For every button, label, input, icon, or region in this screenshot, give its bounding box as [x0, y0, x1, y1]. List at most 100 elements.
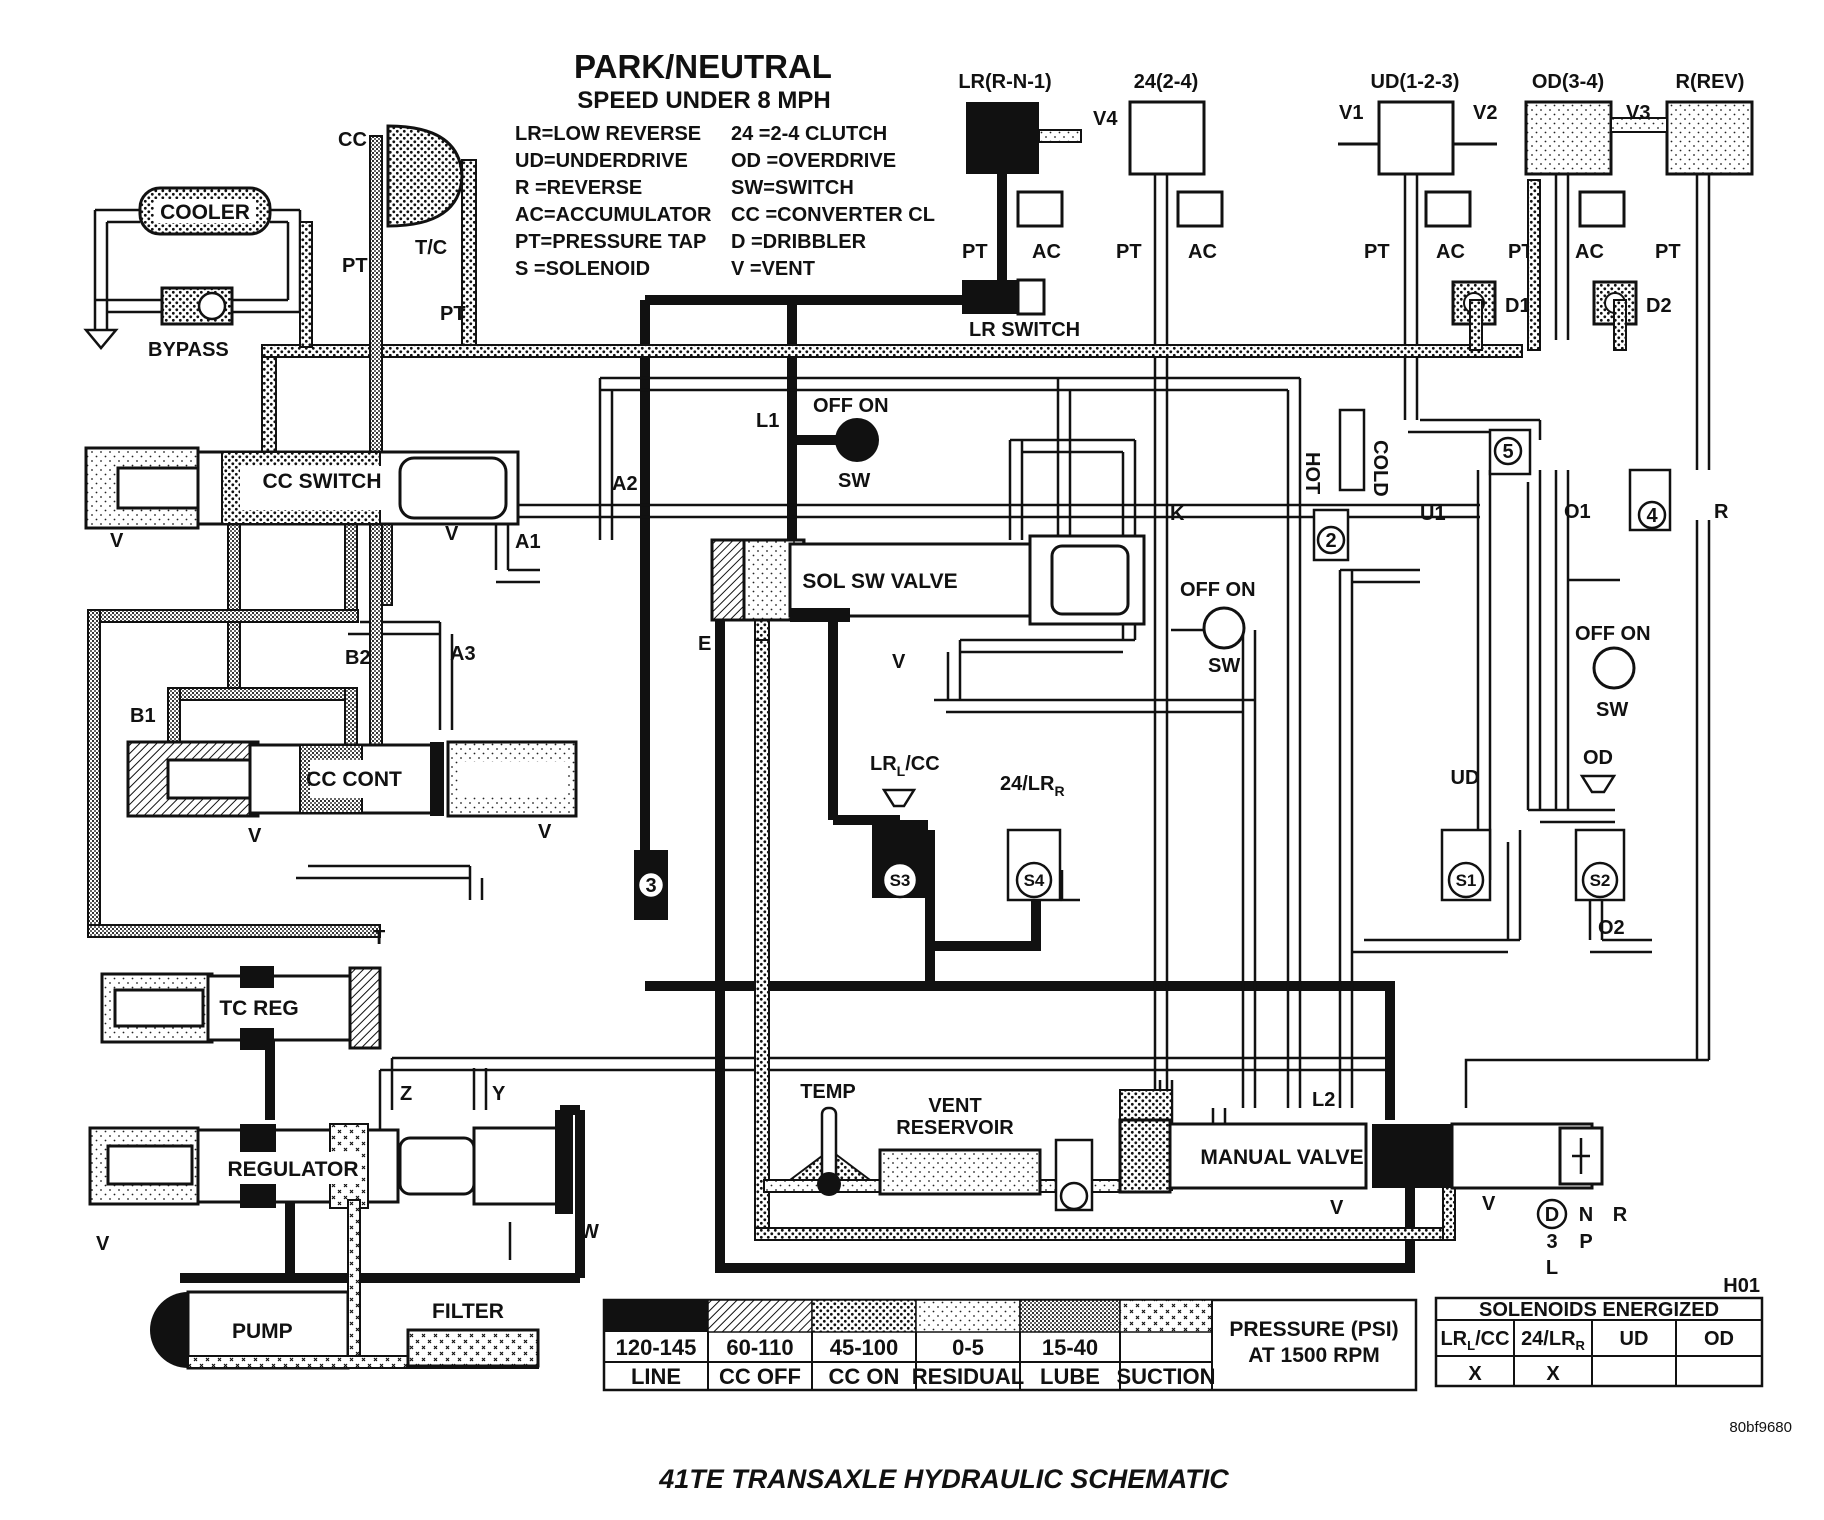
gear-d: D — [1545, 1204, 1559, 1226]
pt-tag: PT — [1364, 241, 1390, 263]
gear-l: L — [1546, 1257, 1558, 1279]
y-tag: Y — [492, 1083, 506, 1105]
pt-tag: PT — [1116, 241, 1142, 263]
r-tag: R — [1714, 501, 1729, 523]
l1-tag: L1 — [756, 410, 779, 432]
legend-range: 60-110 — [726, 1335, 793, 1360]
clutch-rev — [1665, 100, 1754, 176]
abbreviation-list-right: 24 =2-4 CLUTCH OD =OVERDRIVE SW=SWITCH C… — [731, 123, 935, 280]
clutch-ud-label: UD(1-2-3) — [1371, 71, 1460, 93]
check-balls: 2 3 4 5 — [634, 428, 1672, 920]
gear-p: P — [1579, 1231, 1592, 1253]
legend-name: CC OFF — [719, 1364, 801, 1389]
sol-ud-label: UD — [1451, 767, 1480, 789]
cooler-label-bg — [154, 199, 256, 223]
drive-indicator — [1536, 1198, 1568, 1230]
vent-v3-tag: V3 — [1626, 102, 1650, 124]
check-ball-4 — [1637, 500, 1667, 530]
abbreviation-list-left: LR=LOW REVERSE UD=UNDERDRIVE R =REVERSE … — [515, 123, 712, 280]
vent-v2-tag: V2 — [1473, 102, 1497, 124]
swod-offon: OFF ON — [1575, 623, 1651, 645]
z-tag: Z — [400, 1083, 412, 1105]
filter — [406, 1328, 540, 1368]
table-col-ud: UD — [1620, 1328, 1649, 1350]
sw24-offon: OFF ON — [1180, 579, 1256, 601]
abbr-left: R =REVERSE — [515, 177, 642, 199]
thermometer-bulb — [817, 1172, 841, 1196]
sol-lrcc-main: LR — [870, 753, 897, 775]
filter-label: FILTER — [432, 1300, 504, 1323]
vent-tag: V — [892, 651, 906, 673]
clutch-24-label: 24(2-4) — [1134, 71, 1198, 93]
legend-swatch-residual — [915, 1299, 1021, 1333]
a1-tag: A1 — [515, 531, 541, 553]
legend-range: 15-40 — [1042, 1335, 1098, 1360]
clutch-ud — [1377, 100, 1455, 176]
sol-24-main: 24/LR — [1000, 773, 1055, 795]
solenoid-lrcc: LRL/CC S3 — [870, 753, 940, 899]
clutch-24 — [1128, 100, 1206, 176]
legend-name: LINE — [631, 1364, 681, 1389]
temp-label: TEMP — [800, 1081, 856, 1103]
sol-sw-valve: SOL SW VALVE — [710, 534, 1146, 626]
vent-v4-tag: V4 — [1093, 108, 1118, 130]
abbr-right: V =VENT — [731, 258, 815, 280]
vent-reservoir-label-1: VENT — [928, 1095, 981, 1117]
pressure-title: PRESSURE (PSI) — [1229, 1318, 1398, 1341]
manual-valve-label: MANUAL VALVE — [1200, 1146, 1363, 1169]
cc-switch-label: CC SWITCH — [263, 470, 382, 493]
sol-lrcc-label: LRL/CC — [870, 753, 940, 779]
accumulator-lr — [1016, 190, 1064, 228]
abbr-left: UD=UNDERDRIVE — [515, 150, 688, 172]
abbr-right: OD =OVERDRIVE — [731, 150, 896, 172]
thermometer-stem — [820, 1106, 838, 1182]
table-col-lrcc-main: LR — [1440, 1328, 1467, 1350]
pressure-sub: AT 1500 RPM — [1248, 1344, 1380, 1367]
dribbler-d1-tag: D1 — [1505, 295, 1531, 317]
line-pressure-passages — [180, 174, 1415, 1283]
vent-tag: V — [96, 1233, 110, 1255]
suction-riser — [347, 1199, 361, 1357]
table-col-24-main: 24/LR — [1521, 1328, 1576, 1350]
clutch-od — [1524, 100, 1613, 176]
gear-3: 3 — [1546, 1231, 1557, 1253]
swod-sw: SW — [1596, 699, 1628, 721]
check-ball-3-label: 3 — [645, 875, 656, 897]
b2-tag: B2 — [345, 647, 371, 669]
clutch-lr-label: LR(R-N-1) — [958, 71, 1051, 93]
sol-s1-label: S1 — [1456, 871, 1477, 890]
dribbler-d2-tag: D2 — [1646, 295, 1672, 317]
check-ball-2-label: 2 — [1325, 530, 1336, 552]
pt-ac-tags: PT AC PT AC PT AC PT AC PT — [962, 241, 1681, 263]
tc-reg-valve: TC REG — [100, 966, 382, 1050]
o2-tag: O2 — [1598, 917, 1625, 939]
bypass-label: BYPASS — [148, 339, 229, 361]
table-col-24: 24/LRR — [1521, 1328, 1585, 1353]
lr-switch-sw: SW — [838, 470, 870, 492]
sol-24-label: 24/LRR — [1000, 773, 1065, 799]
gear-n: N — [1579, 1204, 1593, 1226]
vent-reservoir — [878, 1148, 1042, 1196]
accumulators — [1016, 190, 1626, 228]
ac-tag: AC — [1575, 241, 1604, 263]
abbr-left: AC=ACCUMULATOR — [515, 204, 712, 226]
table-col-lrcc-sub: L — [1467, 1338, 1475, 1353]
abbr-right: 24 =2-4 CLUTCH — [731, 123, 887, 145]
solenoid-24lr: 24/LRR S4 — [1000, 773, 1065, 902]
figure-caption: 41TE TRANSAXLE HYDRAULIC SCHEMATIC — [658, 1464, 1229, 1494]
table-col-24-sub: R — [1576, 1338, 1586, 1353]
abbr-left: PT=PRESSURE TAP — [515, 231, 706, 253]
hot-label: HOT — [1301, 452, 1323, 494]
legend-name: CC ON — [829, 1364, 900, 1389]
regulator-label: REGULATOR — [227, 1158, 358, 1181]
table-col-lrcc: LRL/CC — [1440, 1328, 1509, 1353]
accumulator-24 — [1176, 190, 1224, 228]
table-frame — [1434, 1296, 1764, 1388]
o1-tag: O1 — [1564, 501, 1591, 523]
cooler-return-arrow — [83, 328, 119, 350]
cold-label: COLD — [1369, 440, 1391, 497]
od-rev-connector — [1610, 117, 1668, 133]
vent-tag: V — [538, 821, 552, 843]
